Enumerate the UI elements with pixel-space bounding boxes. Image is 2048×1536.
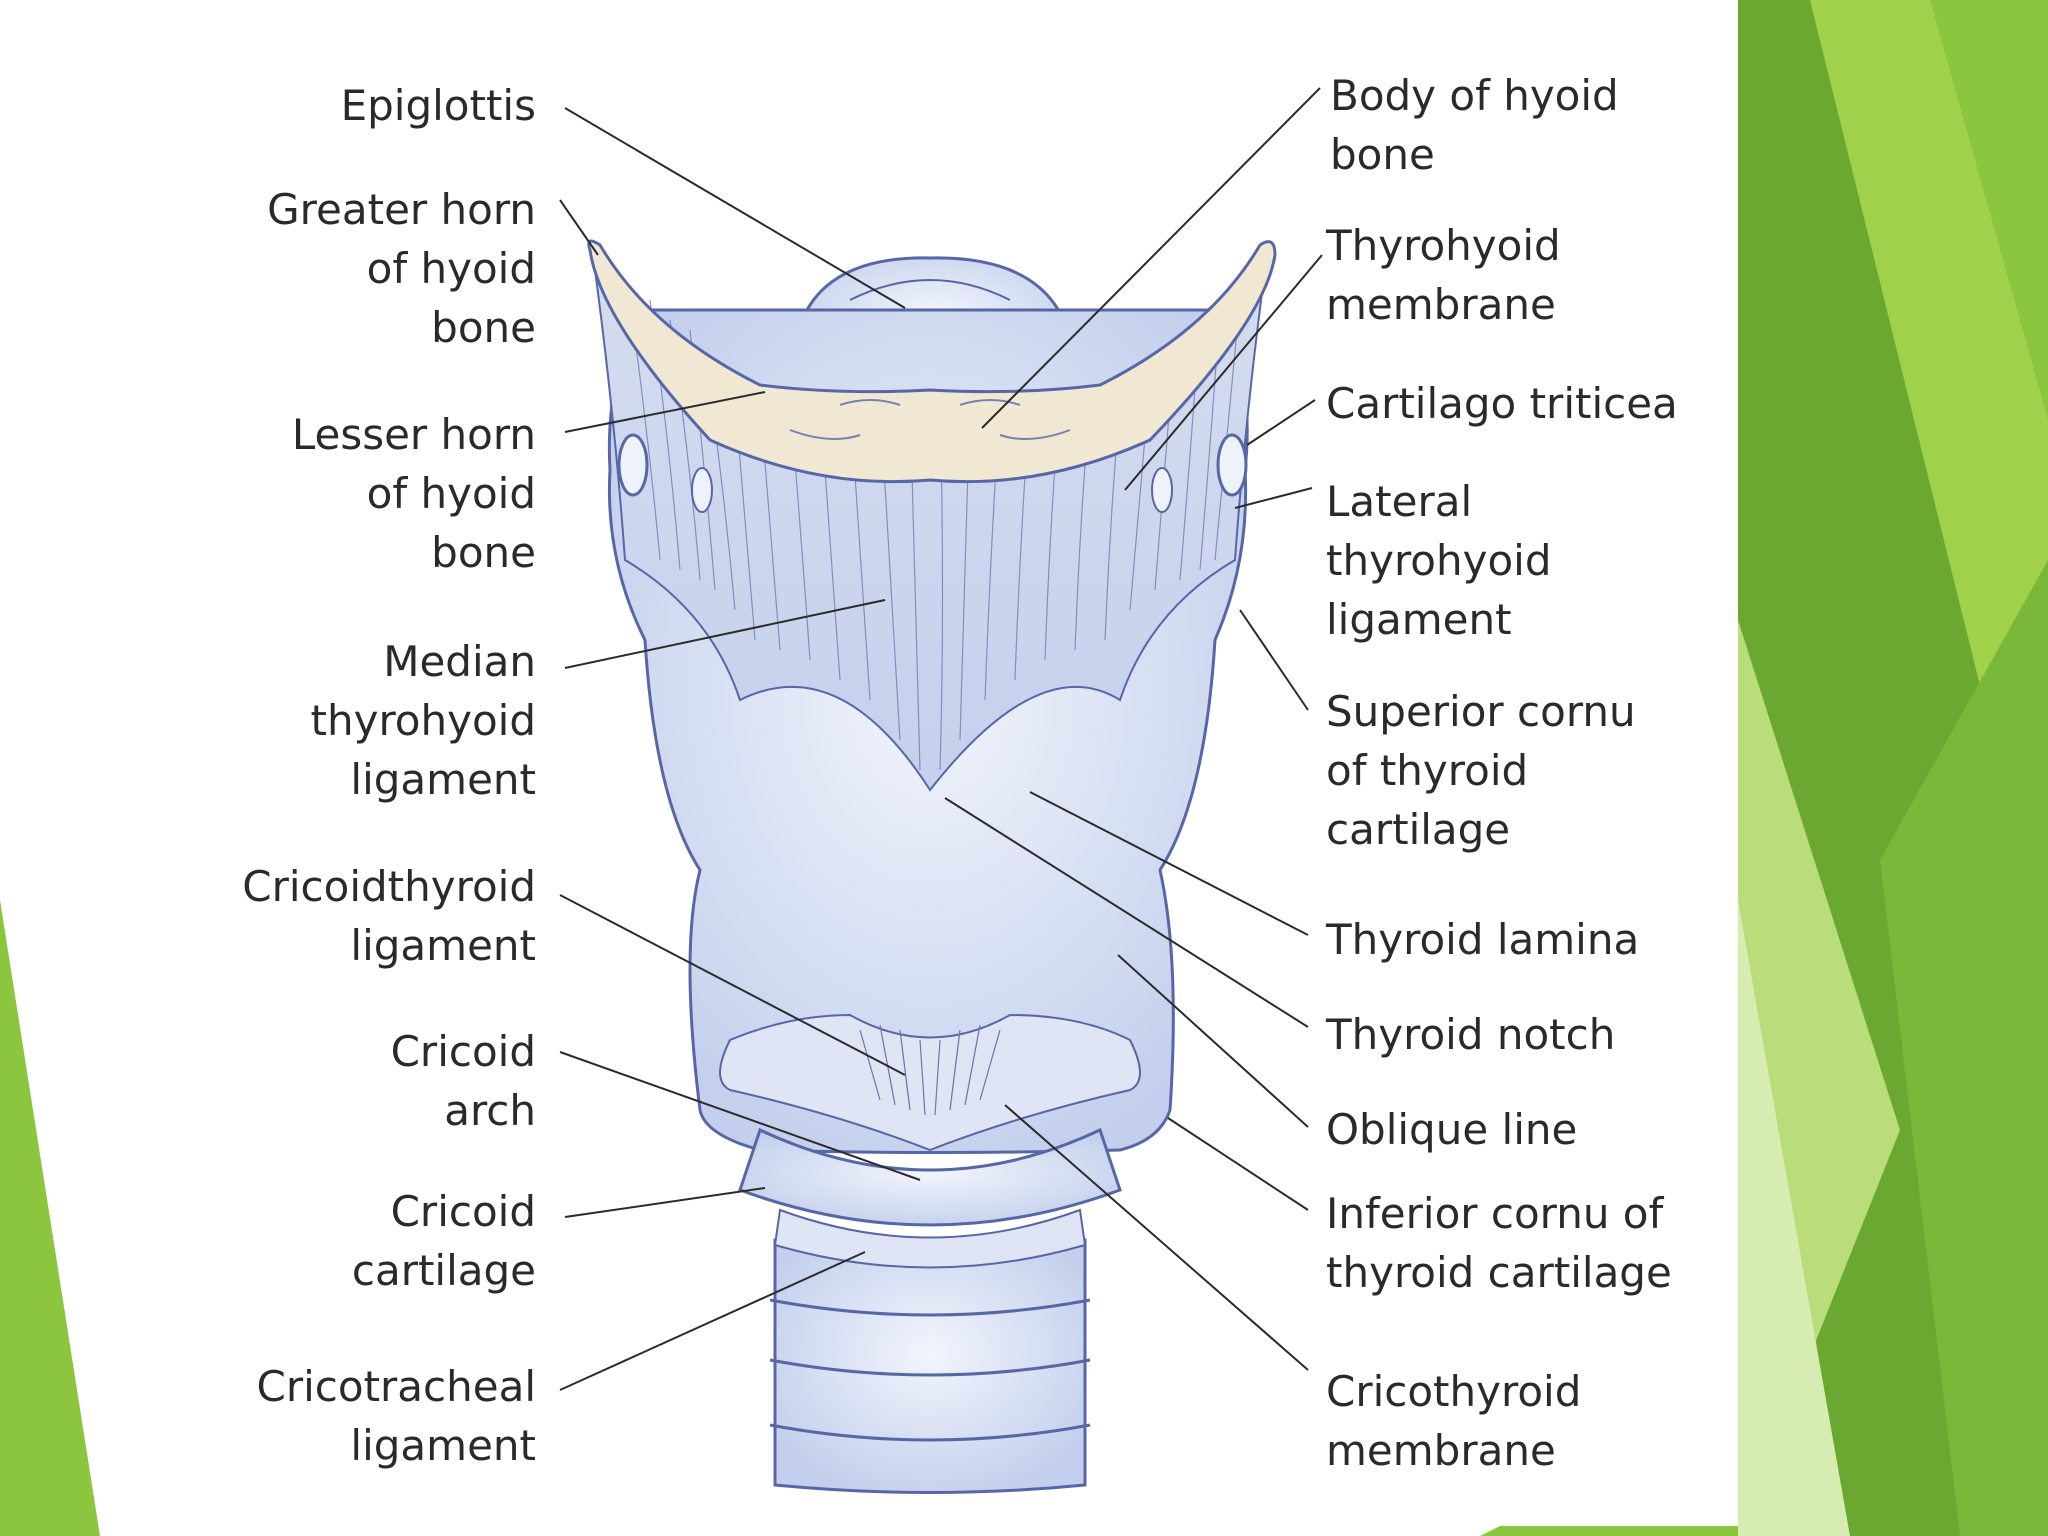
label-greater-horn: Greater horn of hyoid bone bbox=[267, 185, 536, 352]
hyoid-bone-shape bbox=[587, 239, 1277, 484]
triticea-right bbox=[1216, 433, 1248, 497]
leader-cricothyroid-membrane bbox=[1004, 1104, 1309, 1371]
cricotracheal-ligament-shape bbox=[773, 1208, 1087, 1269]
label-cricoid-cartilage: Cricoid cartilage bbox=[351, 1187, 536, 1295]
trachea bbox=[769, 1238, 1091, 1494]
leader-epiglottis bbox=[564, 107, 906, 309]
label-lateral-thyrohyoid: Lateral thyrohyoid ligament bbox=[1326, 477, 1552, 644]
leader-superior-cornu bbox=[1239, 609, 1309, 711]
leader-body-hyoid bbox=[981, 87, 1321, 429]
leader-median-thyrohyoid bbox=[564, 599, 886, 669]
label-median-thyrohyoid: Median thyrohyoid ligament bbox=[310, 637, 536, 804]
epiglottis-crease bbox=[849, 279, 1011, 301]
leader-cricoidthyroid-lig bbox=[559, 894, 906, 1076]
label-lesser-horn: Lesser horn of hyoid bone bbox=[291, 410, 536, 577]
leader-lesser-horn bbox=[564, 391, 766, 433]
label-thyrohyoid-membrane: Thyrohyoid membrane bbox=[1326, 221, 1561, 329]
leader-thyroid-lamina bbox=[1029, 791, 1309, 936]
label-cricotracheal: Cricotracheal ligament bbox=[256, 1362, 536, 1470]
label-cartilago-triticea: Cartilago triticea bbox=[1326, 379, 1678, 428]
label-thyroid-notch: Thyroid notch bbox=[1326, 1010, 1616, 1059]
foramen-right bbox=[1151, 467, 1173, 513]
cricoid-arch-shape bbox=[738, 1127, 1122, 1227]
foramen-left bbox=[691, 467, 713, 513]
leader-cricoid-arch bbox=[559, 1051, 921, 1181]
label-oblique-line: Oblique line bbox=[1326, 1105, 1578, 1154]
triticea-left bbox=[617, 433, 649, 497]
bottom-green-bar bbox=[1480, 1526, 1738, 1536]
leader-inferior-cornu bbox=[1167, 1117, 1309, 1211]
label-epiglottis: Epiglottis bbox=[340, 81, 536, 130]
label-thyroid-lamina: Thyroid lamina bbox=[1326, 915, 1640, 964]
right-green-facet-4 bbox=[1880, 560, 2048, 1536]
label-cricoid-arch: Cricoid arch bbox=[390, 1027, 536, 1135]
left-green-edge bbox=[0, 900, 100, 1536]
label-cricothyroid-membrane: Cricothyroid membrane bbox=[1326, 1367, 1582, 1475]
right-green-facet-5 bbox=[1738, 900, 1850, 1536]
leader-cartilago-triticea bbox=[1246, 399, 1316, 446]
leader-greater-horn bbox=[559, 199, 599, 256]
label-body-hyoid: Body of hyoid bone bbox=[1330, 71, 1619, 179]
hyoid-detail bbox=[789, 399, 1071, 440]
leader-cricotracheal bbox=[559, 1251, 866, 1391]
cricothyroid-membrane-shape bbox=[719, 1013, 1141, 1152]
label-superior-cornu: Superior cornu of thyroid cartilage bbox=[1326, 687, 1636, 854]
label-cricoidthyroid-lig: Cricoidthyroid ligament bbox=[242, 862, 536, 970]
leader-oblique-line bbox=[1117, 954, 1309, 1128]
leader-thyroid-notch bbox=[944, 797, 1309, 1028]
leader-thyrohyoid-membrane bbox=[1124, 254, 1323, 491]
leader-cricoid-cartilage bbox=[564, 1187, 766, 1218]
label-inferior-cornu: Inferior cornu of thyroid cartilage bbox=[1326, 1189, 1672, 1297]
leader-lateral-thyrohyoid bbox=[1234, 487, 1313, 509]
